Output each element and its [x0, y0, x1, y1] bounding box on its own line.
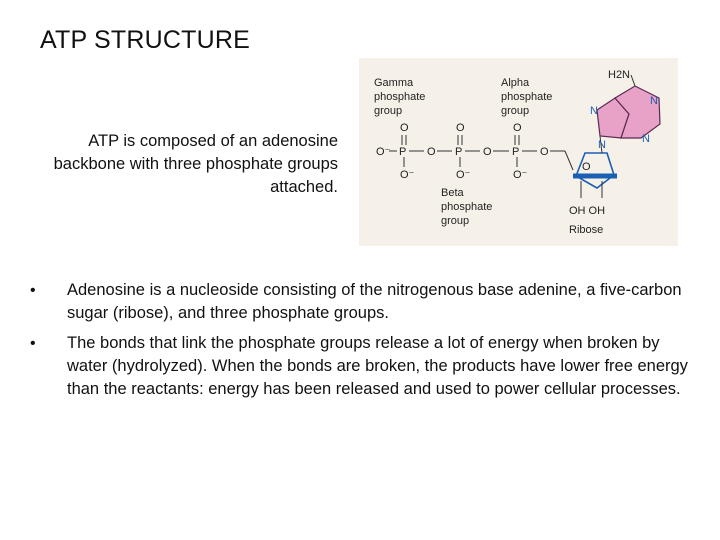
bullet-item-adenosine: • Adenosine is a nucleoside consisting o… — [28, 279, 688, 325]
amine-group: H2N — [608, 69, 630, 81]
bullet-list: • Adenosine is a nucleoside consisting o… — [28, 279, 688, 408]
beta-label-line-2: phosphate — [441, 201, 492, 213]
beta-label-line-3: group — [441, 215, 469, 227]
beta-label-line-1: Beta — [441, 187, 465, 199]
phosphorus-gamma: P — [399, 146, 406, 158]
alpha-label-line-1: Alpha — [501, 77, 530, 89]
atp-structure-diagram: Gamma phosphate group Alpha phosphate gr… — [359, 58, 678, 246]
bullet-marker: • — [30, 282, 36, 299]
oxygen-beta-top: O — [456, 122, 465, 134]
gamma-label-line-1: Gamma — [374, 77, 414, 89]
bridge-oxygen-3: O — [540, 146, 549, 158]
ribose-ring — [575, 152, 615, 189]
bullet-text: Adenosine is a nucleoside consisting of … — [67, 281, 682, 322]
amine-bond — [630, 74, 636, 87]
anion-beta: O⁻ — [456, 169, 471, 181]
ribose-ring-oxygen: O — [582, 161, 591, 173]
intro-text: ATP is composed of an adenosine backbone… — [53, 132, 338, 196]
bullet-marker: • — [30, 335, 36, 352]
alpha-label-line-2: phosphate — [501, 91, 552, 103]
glycosidic-bond — [599, 135, 603, 154]
bullet-item-bonds: • The bonds that link the phosphate grou… — [28, 332, 688, 401]
anion-alpha: O⁻ — [513, 169, 528, 181]
adenine-nitrogen-7: N — [590, 105, 598, 117]
atp-structure-svg: Gamma phosphate group Alpha phosphate gr… — [374, 69, 661, 236]
terminal-anion: O⁻ — [376, 146, 391, 158]
bond-to-ribose — [564, 150, 574, 171]
ribose-label: Ribose — [569, 224, 603, 236]
adenine-nitrogen-3: N — [642, 133, 650, 145]
adenine-six-ring — [614, 85, 661, 139]
gamma-label-line-2: phosphate — [374, 91, 425, 103]
gamma-label-line-3: group — [374, 105, 402, 117]
anion-gamma: O⁻ — [400, 169, 415, 181]
oxygen-alpha-top: O — [513, 122, 522, 134]
slide-title: ATP STRUCTURE — [40, 26, 251, 54]
adenine-nitrogen-1: N — [650, 95, 658, 107]
alpha-label-line-3: group — [501, 105, 529, 117]
phosphorus-beta: P — [455, 146, 462, 158]
oxygen-gamma-top: O — [400, 122, 409, 134]
bridge-oxygen-2: O — [483, 146, 492, 158]
phosphorus-alpha: P — [512, 146, 519, 158]
adenine-nitrogen-9: N — [598, 139, 606, 151]
bridge-oxygen-1: O — [427, 146, 436, 158]
bullet-text: The bonds that link the phosphate groups… — [67, 334, 688, 398]
ribose-hydroxyls: OH OH — [569, 205, 605, 217]
